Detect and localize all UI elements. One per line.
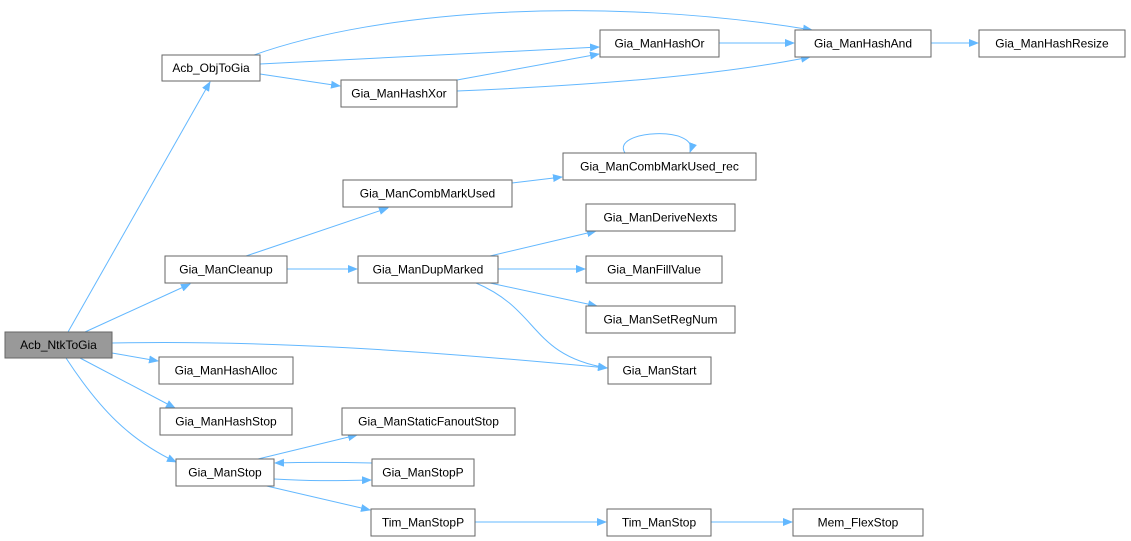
edge-ntktogia-objtogia bbox=[67, 81, 211, 333]
node-gia-manstaticfanoutstop[interactable]: Gia_ManStaticFanoutStop bbox=[341, 407, 516, 436]
node-gia-manhashor[interactable]: Gia_ManHashOr bbox=[599, 29, 720, 58]
edge-objtogia-hashand bbox=[253, 10, 813, 56]
node-label: Acb_NtkToGia bbox=[20, 338, 97, 352]
node-gia-manstart[interactable]: Gia_ManStart bbox=[607, 356, 712, 385]
node-label: Gia_ManCombMarkUsed bbox=[360, 187, 495, 201]
node-label: Mem_FlexStop bbox=[818, 516, 899, 530]
node-gia-manhashxor[interactable]: Gia_ManHashXor bbox=[340, 79, 458, 108]
edge-combmarkused-rec bbox=[511, 174, 563, 184]
node-gia-mansetregnum[interactable]: Gia_ManSetRegNum bbox=[585, 305, 736, 334]
edge-dupmarked-setregnum bbox=[489, 282, 598, 309]
edge-stop-stopp bbox=[273, 476, 372, 485]
edges bbox=[65, 10, 979, 526]
node-tim-manstopp[interactable]: Tim_ManStopP bbox=[370, 508, 476, 537]
edge-ntktogia-hashstop bbox=[79, 357, 176, 409]
node-tim-manstop[interactable]: Tim_ManStop bbox=[606, 508, 712, 537]
edge-objtogia-hashor bbox=[259, 43, 600, 65]
node-acb-objtogia[interactable]: Acb_ObjToGia bbox=[161, 54, 261, 82]
node-label: Gia_ManHashXor bbox=[351, 87, 446, 101]
node-label: Gia_ManCleanup bbox=[179, 263, 273, 277]
node-label: Gia_ManDeriveNexts bbox=[603, 211, 717, 225]
node-gia-mandupmarked[interactable]: Gia_ManDupMarked bbox=[357, 255, 499, 284]
node-label: Gia_ManHashOr bbox=[614, 37, 704, 51]
node-label: Gia_ManHashStop bbox=[175, 415, 277, 429]
node-label: Gia_ManHashAnd bbox=[814, 37, 912, 51]
node-gia-manstop[interactable]: Gia_ManStop bbox=[175, 458, 275, 487]
edge-hashxor-hashor bbox=[456, 51, 600, 81]
edge-cleanup-combmarkused bbox=[245, 207, 389, 257]
edge-objtogia-hashxor bbox=[259, 73, 341, 89]
node-label: Gia_ManStaticFanoutStop bbox=[358, 415, 499, 429]
edge-rec-rec bbox=[622, 133, 697, 154]
edge-stopp-stop bbox=[274, 458, 373, 467]
node-acb-ntktogia[interactable]: Acb_NtkToGia bbox=[4, 331, 113, 359]
node-gia-manhashstop[interactable]: Gia_ManHashStop bbox=[159, 407, 293, 436]
edge-dupmarked-start bbox=[475, 282, 608, 371]
node-gia-manhashresize[interactable]: Gia_ManHashResize bbox=[978, 29, 1126, 58]
node-label: Gia_ManHashAlloc bbox=[175, 364, 278, 378]
node-label: Gia_ManStart bbox=[622, 364, 697, 378]
edge-hashxor-hashand bbox=[456, 54, 811, 92]
node-label: Tim_ManStopP bbox=[382, 516, 464, 530]
node-gia-manstopp[interactable]: Gia_ManStopP bbox=[371, 458, 475, 487]
node-gia-mancombmarkused-rec[interactable]: Gia_ManCombMarkUsed_rec bbox=[562, 152, 757, 181]
node-label: Acb_ObjToGia bbox=[172, 61, 250, 75]
node-label: Gia_ManCombMarkUsed_rec bbox=[580, 160, 739, 174]
nodes: Acb_NtkToGia Acb_ObjToGia Gia_ManHashXor… bbox=[4, 29, 1126, 537]
node-label: Gia_ManHashResize bbox=[995, 37, 1109, 51]
node-gia-manfillvalue[interactable]: Gia_ManFillValue bbox=[585, 255, 723, 284]
node-gia-mancombmarkused[interactable]: Gia_ManCombMarkUsed bbox=[342, 179, 513, 208]
node-label: Tim_ManStop bbox=[622, 516, 697, 530]
edge-stop-timstopp bbox=[257, 483, 371, 512]
edge-ntktogia-cleanup bbox=[84, 283, 191, 333]
edge-ntktogia-stop bbox=[65, 357, 177, 463]
node-mem-flexstop[interactable]: Mem_FlexStop bbox=[792, 508, 924, 537]
node-gia-manderivenexts[interactable]: Gia_ManDeriveNexts bbox=[585, 203, 736, 232]
node-gia-manhashand[interactable]: Gia_ManHashAnd bbox=[794, 29, 932, 58]
node-label: Gia_ManFillValue bbox=[607, 263, 701, 277]
edge-dupmarked-derivenexts bbox=[489, 229, 597, 257]
edge-ntktogia-hashalloc bbox=[111, 352, 159, 364]
edge-ntktogia-start bbox=[111, 341, 608, 372]
node-label: Gia_ManStopP bbox=[382, 466, 463, 480]
node-gia-mancleanup[interactable]: Gia_ManCleanup bbox=[164, 255, 288, 284]
node-label: Gia_ManDupMarked bbox=[373, 263, 484, 277]
edge-stop-staticfanoutstop bbox=[257, 433, 358, 460]
node-label: Gia_ManStop bbox=[188, 466, 262, 480]
node-label: Gia_ManSetRegNum bbox=[603, 313, 717, 327]
node-gia-manhashalloc[interactable]: Gia_ManHashAlloc bbox=[158, 356, 294, 385]
